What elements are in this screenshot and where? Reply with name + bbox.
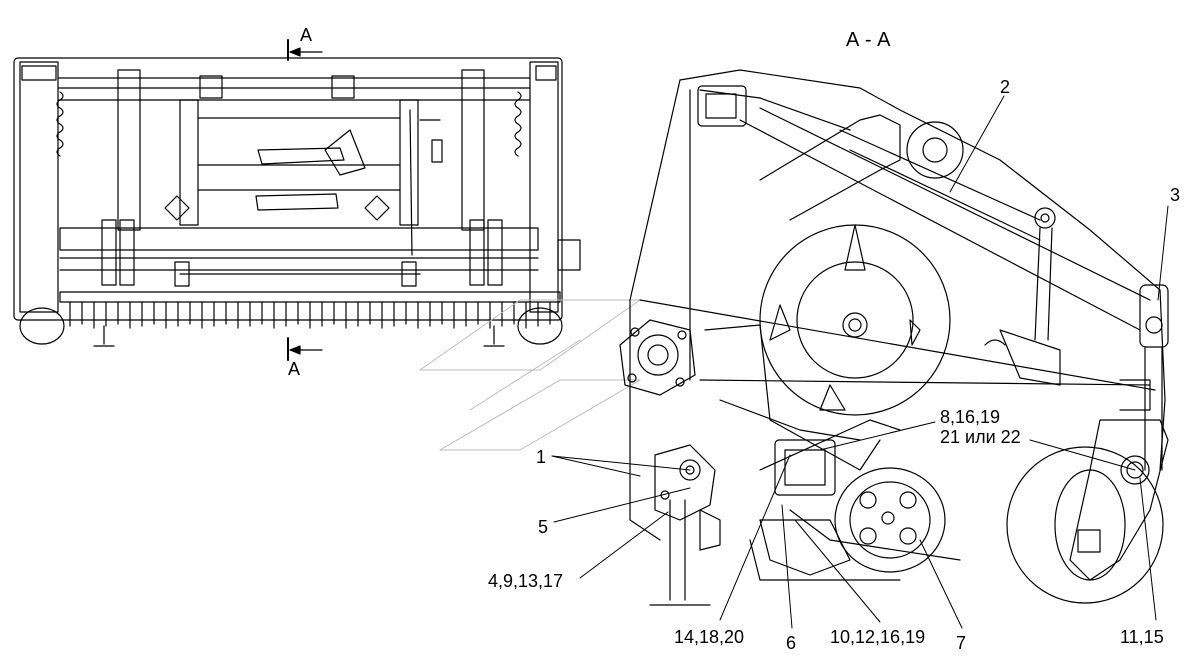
- callout-4-9-13-17: 4,9,13,17: [488, 571, 564, 591]
- callout-10-12-16-19: 10,12,16,19: [830, 627, 926, 647]
- section-view: [619, 69, 1169, 606]
- callout-5: 5: [538, 517, 549, 537]
- ghost-chevron: [419, 299, 641, 451]
- front-view: [13, 39, 581, 361]
- callout-21-22: 21 или 22: [940, 427, 1021, 447]
- section-title: А - А: [846, 29, 891, 51]
- callout-11-15: 11,15: [1120, 627, 1164, 647]
- callout-14-18-20: 14,18,20: [674, 627, 745, 647]
- callout-1: 1: [536, 447, 547, 467]
- callout-2: 2: [1000, 77, 1011, 97]
- section-marker-bottom: A: [288, 359, 301, 379]
- callout-7: 7: [956, 633, 967, 653]
- callout-8-16-19: 8,16,19: [940, 407, 1001, 427]
- callout-3: 3: [1170, 185, 1181, 205]
- leader-lines: [551, 95, 1169, 629]
- callout-6: 6: [786, 633, 797, 653]
- section-marker-top: A: [300, 25, 313, 45]
